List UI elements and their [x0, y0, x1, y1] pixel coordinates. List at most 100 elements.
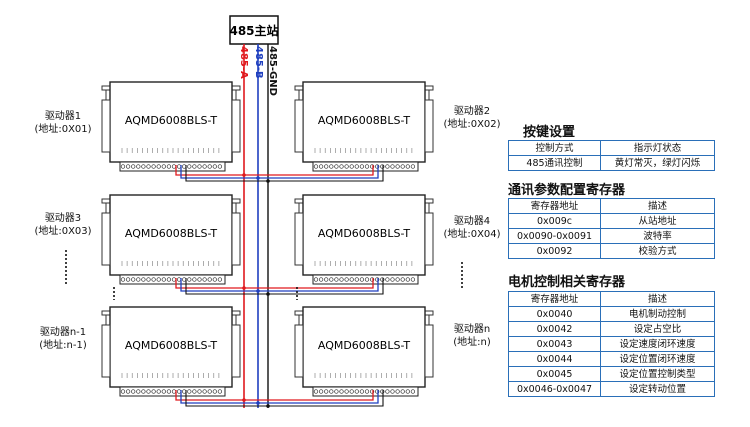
- terminal-screw: [385, 164, 390, 169]
- terminal-screw: [120, 389, 126, 394]
- table-cell: 描述: [600, 291, 715, 307]
- module-model: AQMD6008BLS-T: [318, 339, 411, 352]
- terminal-screw: [151, 389, 156, 394]
- device-1-name: 驱动器1: [44, 111, 82, 122]
- table-row: 0x009c 从站地址: [508, 213, 715, 229]
- terminal-screw: [359, 164, 365, 169]
- device-4-addr: (地址:0X04): [443, 229, 501, 240]
- terminal-screw: [324, 277, 329, 282]
- terminal-screw: [192, 277, 197, 282]
- terminal-screw: [161, 277, 166, 282]
- heatsink-side: [101, 324, 111, 378]
- terminal-screw: [364, 164, 370, 169]
- table-cell: 校验方式: [600, 243, 715, 259]
- terminal-screw: [349, 277, 354, 282]
- terminal-screw: [385, 389, 390, 394]
- terminal-screw: [166, 164, 172, 169]
- wires-layer: [175, 44, 384, 408]
- table-cell: 0x0045: [508, 366, 601, 382]
- bus-gnd-label: 485-GND: [267, 46, 278, 96]
- table-cell: 寄存器地址: [508, 198, 601, 214]
- terminal-screw: [131, 164, 136, 169]
- junction-dot: [256, 289, 260, 293]
- wire-a: [175, 278, 374, 289]
- terminal-screw: [339, 389, 344, 394]
- table-cell: 0x0090-0x0091: [508, 228, 601, 244]
- heatsink-side: [294, 324, 304, 378]
- table-cell: 0x0042: [508, 321, 601, 337]
- terminal-screw: [354, 389, 359, 394]
- terminal-screw: [318, 277, 324, 282]
- terminal-screw: [161, 389, 166, 394]
- devices-layer: AQMD6008BLS-T AQMD6008BLS-T AQMD6008BLS-T A…: [101, 81, 434, 397]
- module-model: AQMD6008BLS-T: [125, 227, 218, 240]
- heatsink-side: [231, 324, 241, 378]
- terminal-screw: [395, 389, 400, 394]
- terminal-screw: [125, 164, 131, 169]
- module-body: [302, 306, 426, 388]
- terminal-screw: [217, 164, 223, 169]
- master-station: 485主站: [229, 15, 279, 45]
- table-cell: 0x0046-0x0047: [508, 381, 601, 397]
- terminal-screw: [207, 164, 212, 169]
- terminal-screw: [146, 164, 151, 169]
- terminal-screw: [380, 277, 385, 282]
- terminal-screw: [156, 164, 161, 169]
- table-row: 寄存器地址 描述: [508, 291, 715, 307]
- table-row: 0x0044 设定位置闭环速度: [508, 351, 715, 367]
- table-row: 0x0042 设定占空比: [508, 321, 715, 337]
- table-cell: 设定转动位置: [600, 381, 715, 397]
- terminal-screw: [187, 277, 192, 282]
- module-body: [302, 81, 426, 163]
- table-cell: 指示灯状态: [600, 140, 715, 156]
- master-label: 485主站: [229, 23, 278, 38]
- wire-a: [175, 390, 374, 401]
- terminal-screw: [192, 164, 197, 169]
- device-3-name: 驱动器3: [44, 213, 82, 224]
- keys-section-title: 按键设置: [523, 125, 576, 140]
- terminal-screw: [354, 277, 359, 282]
- continuation-dots: [65, 250, 463, 300]
- terminal-screw: [212, 389, 217, 394]
- terminal-screw: [410, 164, 416, 169]
- device-2-name: 驱动器2: [453, 106, 491, 117]
- device-3-addr: (地址:0X03): [34, 226, 92, 237]
- table-cell: 黄灯常灭，绿灯闪烁: [600, 155, 715, 171]
- device-4-name: 驱动器4: [453, 216, 491, 227]
- motor-section-title: 电机控制相关寄存器: [508, 275, 626, 290]
- terminal-screw: [156, 389, 161, 394]
- driver-module: AQMD6008BLS-T: [294, 306, 434, 397]
- terminal-screw: [166, 389, 172, 394]
- terminal-screw: [131, 389, 136, 394]
- table-row: 0x0045 设定位置控制类型: [508, 366, 715, 382]
- motor-table: 寄存器地址 描述 0x0040 电机制动控制 0x0042 设定占空比 0x00…: [508, 291, 715, 397]
- terminal-screw: [202, 164, 207, 169]
- module-model: AQMD6008BLS-T: [318, 114, 411, 127]
- driver-module: AQMD6008BLS-T: [294, 194, 434, 285]
- terminal-screw: [146, 389, 151, 394]
- terminal-screw: [318, 389, 324, 394]
- table-row: 0x0092 校验方式: [508, 243, 715, 259]
- comm-section-title: 通讯参数配置寄存器: [508, 183, 626, 198]
- terminal-screw: [390, 164, 395, 169]
- table-cell: 设定位置闭环速度: [600, 351, 715, 367]
- terminal-screw: [390, 389, 395, 394]
- terminal-screw: [410, 277, 416, 282]
- terminal-screw: [202, 277, 207, 282]
- terminal-screw: [197, 277, 202, 282]
- device-2-addr: (地址:0X02): [443, 119, 501, 130]
- terminal-screw: [405, 389, 410, 394]
- wire-b: [180, 165, 379, 179]
- table-cell: 控制方式: [508, 140, 601, 156]
- terminal-screw: [385, 277, 390, 282]
- terminal-screw: [334, 277, 339, 282]
- junction-dot: [242, 173, 246, 177]
- table-cell: 0x009c: [508, 213, 601, 229]
- terminal-screw: [405, 277, 410, 282]
- terminal-screw: [141, 389, 146, 394]
- device-1-addr: (地址:0X01): [34, 124, 92, 135]
- terminal-screw: [324, 164, 329, 169]
- heatsink-side: [424, 212, 434, 266]
- terminal-screw: [364, 277, 370, 282]
